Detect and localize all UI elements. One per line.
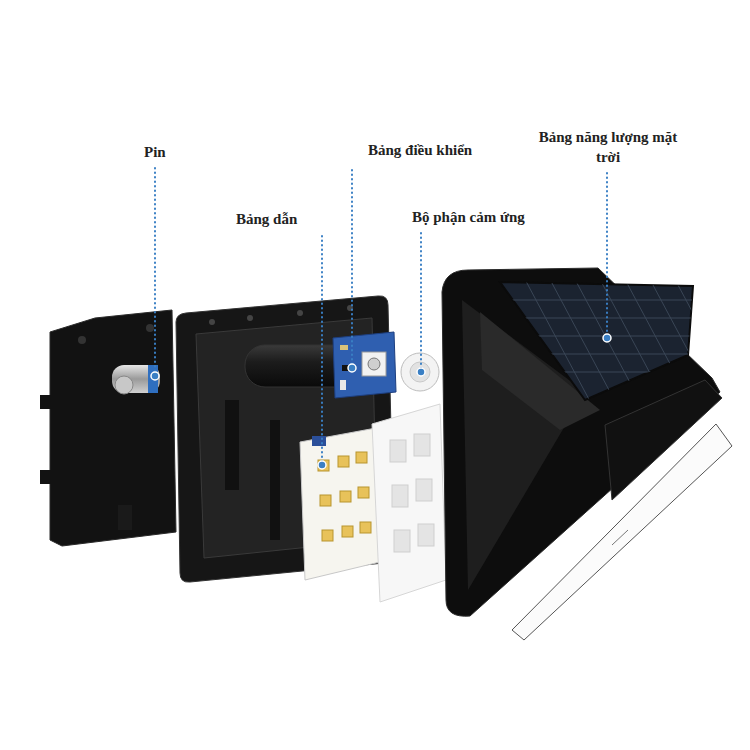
leader-dots bbox=[151, 334, 611, 469]
battery-band bbox=[148, 365, 158, 393]
pcb bbox=[333, 332, 396, 398]
part-label: Bảng dẫn bbox=[236, 209, 297, 229]
led bbox=[322, 530, 333, 541]
sensor-lens bbox=[368, 358, 380, 370]
component bbox=[340, 380, 346, 390]
leader-dot bbox=[318, 461, 326, 469]
reflector-cells bbox=[390, 434, 434, 552]
led bbox=[340, 491, 351, 502]
led bbox=[338, 456, 349, 467]
grid-line bbox=[490, 336, 700, 337]
bracket-hook bbox=[40, 395, 56, 409]
screw bbox=[247, 315, 253, 321]
lens-mark bbox=[612, 530, 628, 545]
panel-grid bbox=[490, 270, 750, 420]
front-lens bbox=[512, 424, 732, 640]
sensor-dome-inner bbox=[410, 362, 430, 382]
front-housing bbox=[442, 268, 732, 640]
part-label: Bộ phận cảm ứng bbox=[412, 207, 525, 227]
grid-line bbox=[545, 270, 625, 420]
grid-line bbox=[490, 354, 700, 355]
led bbox=[358, 487, 369, 498]
sensor-dome bbox=[401, 353, 439, 391]
leader-line bbox=[420, 233, 422, 372]
led-array bbox=[318, 452, 371, 541]
led bbox=[318, 460, 329, 471]
reflector-cell bbox=[414, 434, 430, 456]
screw-hole bbox=[146, 324, 154, 332]
grid-line bbox=[520, 270, 600, 420]
connector-chip bbox=[312, 436, 326, 446]
led bbox=[342, 526, 353, 537]
bracket-plate bbox=[50, 310, 176, 546]
grid-line bbox=[490, 372, 700, 373]
grid-line bbox=[490, 300, 700, 301]
leader-dot bbox=[603, 334, 611, 342]
motion-sensor bbox=[401, 353, 439, 391]
sensor-module bbox=[362, 352, 386, 376]
leader-dot bbox=[151, 372, 159, 380]
grid-line bbox=[670, 270, 750, 420]
led-board bbox=[300, 428, 380, 580]
leader-dot bbox=[417, 368, 425, 376]
leader-line bbox=[606, 173, 608, 338]
part-label: Bảng năng lượng mặt trời bbox=[538, 127, 678, 167]
leader-lines bbox=[155, 168, 607, 465]
led bbox=[360, 522, 371, 533]
reflector-cell bbox=[416, 479, 432, 501]
reflector bbox=[372, 404, 446, 602]
leader-dot bbox=[348, 364, 356, 372]
grid-line bbox=[620, 270, 700, 420]
leader-line bbox=[154, 168, 156, 376]
grid-line bbox=[595, 270, 675, 420]
reflector-cell bbox=[394, 530, 410, 552]
housing-rib bbox=[270, 420, 280, 540]
control-board bbox=[333, 332, 396, 398]
led bbox=[320, 495, 331, 506]
screw-hole bbox=[78, 336, 86, 344]
leader-line bbox=[351, 170, 353, 368]
part-label: Pin bbox=[144, 142, 166, 162]
component bbox=[340, 345, 348, 350]
solar-panel bbox=[490, 270, 750, 420]
grid-line bbox=[645, 270, 725, 420]
screw bbox=[297, 310, 303, 316]
grid-line bbox=[570, 270, 650, 420]
grid-line bbox=[490, 318, 700, 319]
reflector-cell bbox=[390, 440, 406, 462]
led bbox=[356, 452, 367, 463]
part-label: Bảng điều khiển bbox=[368, 140, 472, 160]
bracket-clip bbox=[118, 505, 132, 530]
bracket-hook bbox=[40, 470, 56, 484]
reflector-cell bbox=[392, 485, 408, 507]
housing-rib bbox=[225, 400, 239, 490]
battery bbox=[112, 365, 160, 393]
leader-line bbox=[321, 236, 323, 465]
screw bbox=[209, 319, 215, 325]
battery-terminal bbox=[115, 376, 133, 394]
back-bracket bbox=[40, 310, 176, 546]
reflector-cell bbox=[418, 524, 434, 546]
reflector-frame bbox=[372, 404, 446, 602]
led-board-plate bbox=[300, 428, 380, 580]
